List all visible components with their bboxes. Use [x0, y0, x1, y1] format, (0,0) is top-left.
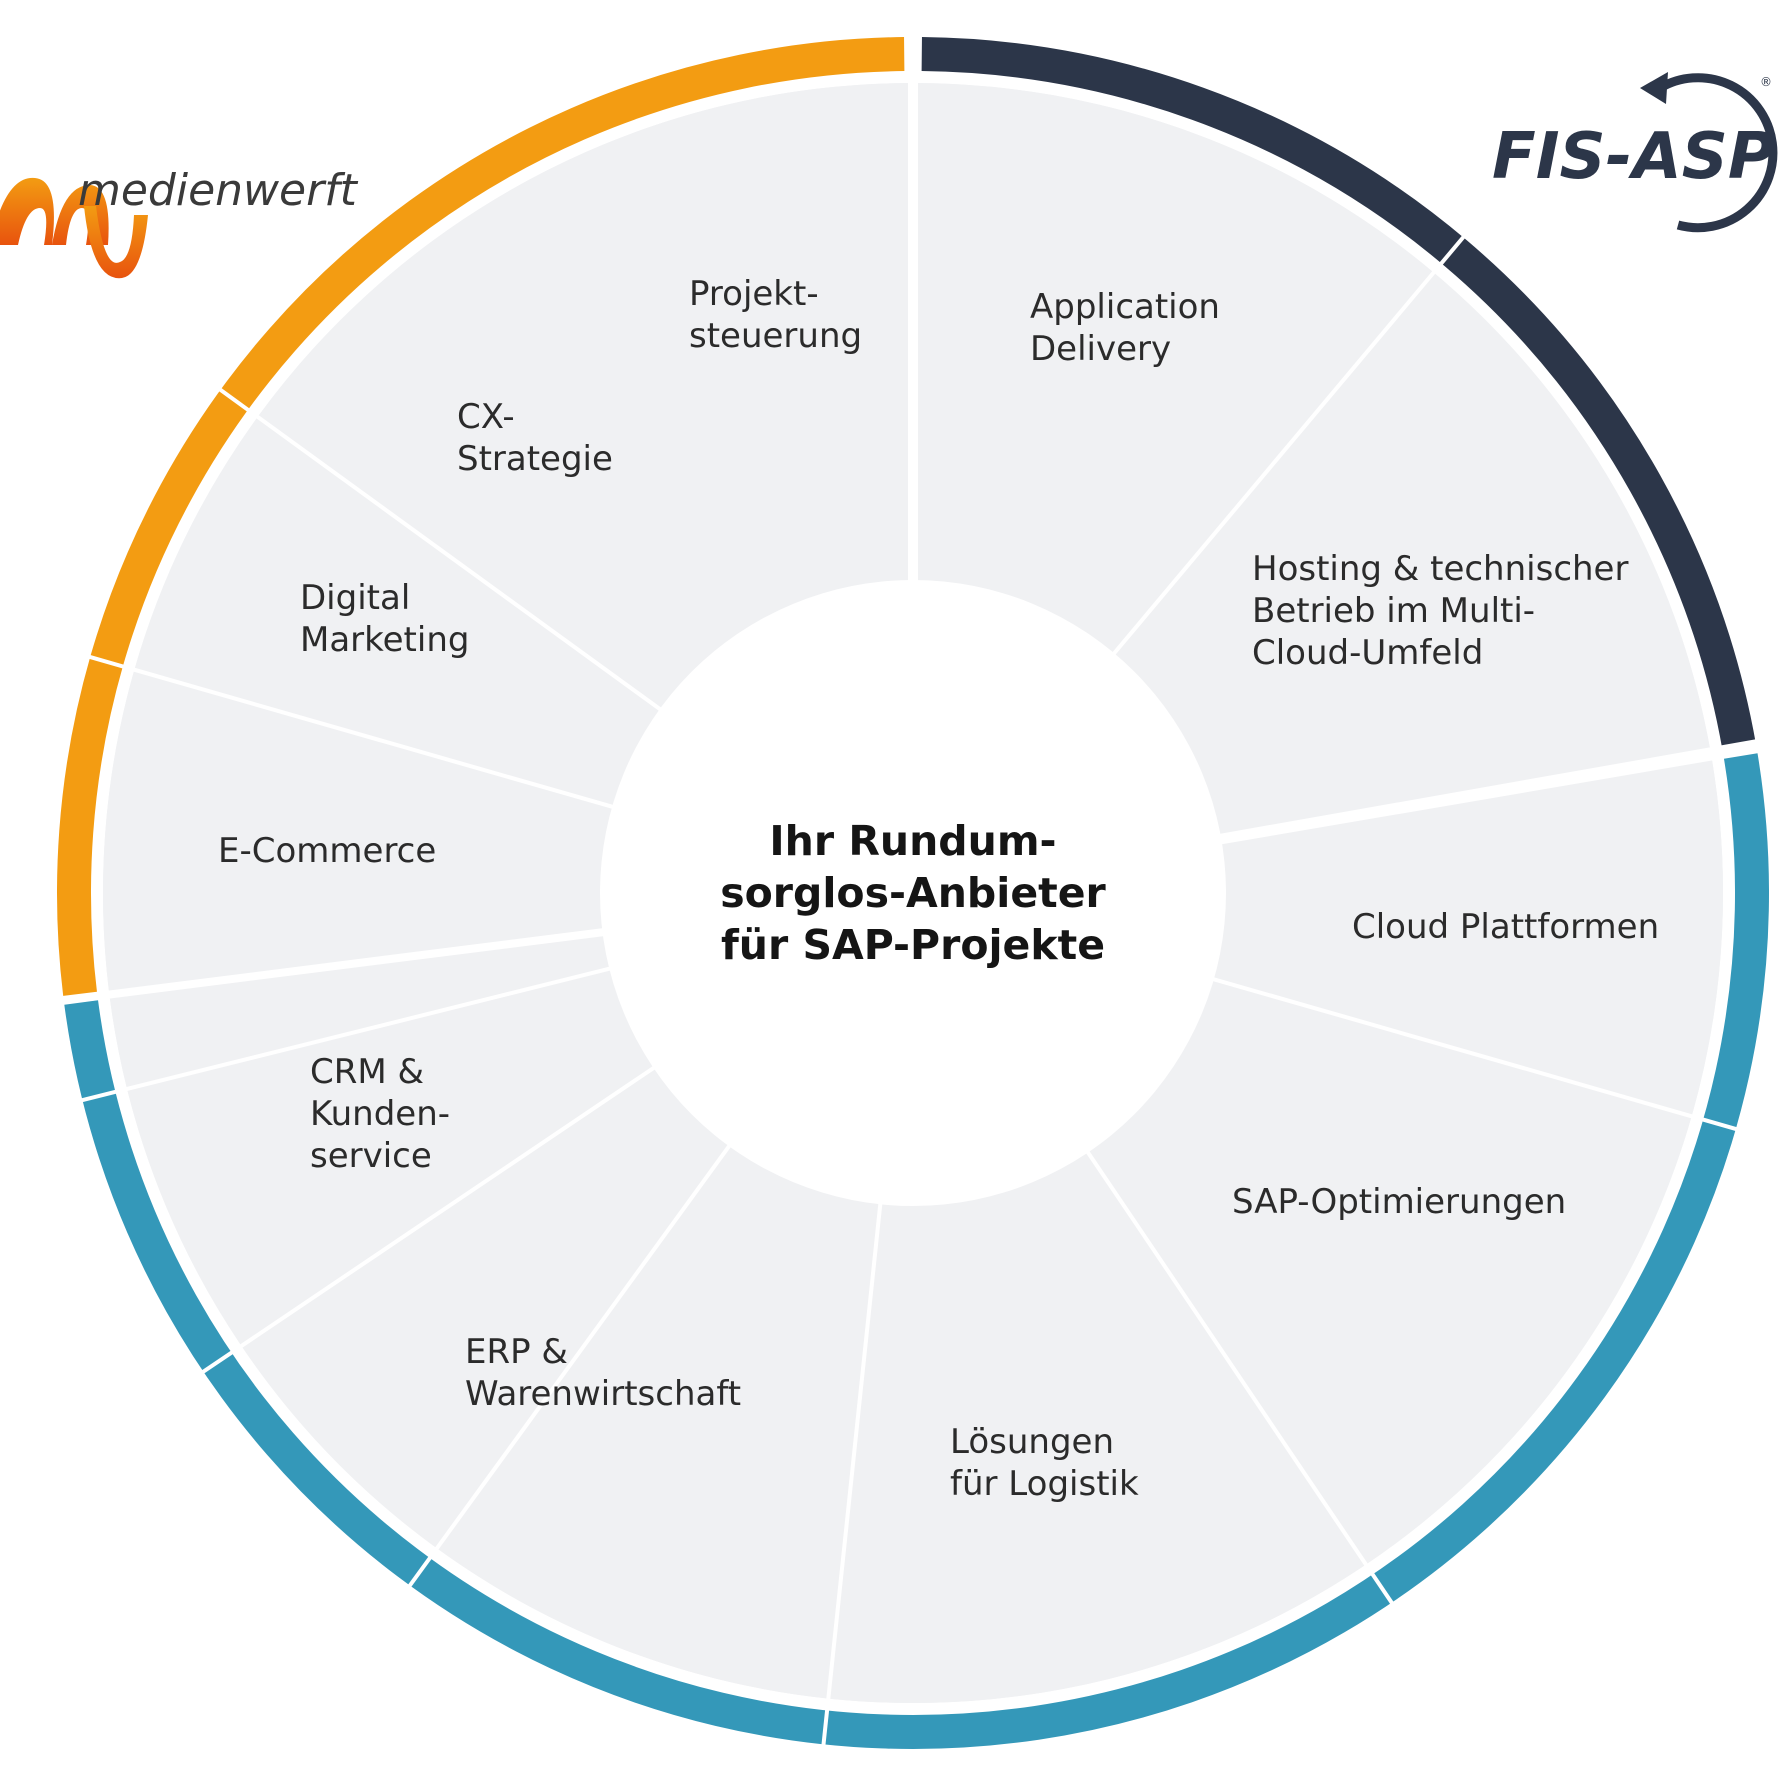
segment-cloud-plattformen: [913, 752, 1724, 1117]
group-divider: [1210, 743, 1768, 846]
medienwerft-logo: medienwerft: [0, 165, 359, 279]
segment-label-loesungen-logistik: Lösungen: [950, 1422, 1114, 1462]
center-hub: [600, 580, 1226, 1206]
segment-label-hosting: Betrieb im Multi-: [1252, 591, 1535, 631]
segment-divider: [212, 383, 670, 717]
segment-label-cx-strategie: CX-: [457, 397, 515, 437]
registered-mark: ®: [1760, 75, 1772, 89]
segment-label-cx-strategie: Strategie: [457, 439, 613, 479]
segment-label-projektsteuerung: steuerung: [689, 316, 862, 356]
ring-blue: [64, 753, 1769, 1750]
segment-label-crm: Kunden-: [310, 1094, 450, 1134]
segment-divider: [1203, 974, 1745, 1134]
segment-divider: [403, 1136, 737, 1594]
segment-label-hosting: Hosting & technischer: [1252, 549, 1628, 589]
segment-label-digital-marketing: Marketing: [300, 620, 469, 660]
segment-divider: [74, 964, 620, 1104]
center-title-line: Ihr Rundum-: [769, 817, 1056, 865]
divider-group: [53, 27, 1768, 1753]
group-divider: [53, 927, 613, 1006]
segment-divider: [1080, 1143, 1398, 1611]
ring-orange: [57, 37, 905, 996]
segment-label-crm: CRM &: [310, 1052, 424, 1092]
center-title-line: sorglos-Anbieter: [720, 869, 1106, 917]
segment-label-erp: ERP &: [465, 1332, 568, 1372]
segment-label-application-delivery: Delivery: [1030, 329, 1171, 369]
outer-ring-group: [57, 37, 1769, 1750]
fis-asp-circular-arrow-icon: [1640, 72, 1778, 233]
ring-navy: [921, 37, 1756, 751]
medienwerft-wordmark: medienwerft: [78, 165, 359, 216]
segment-divider: [81, 652, 623, 812]
fis-asp-logo: FIS-ASP ®: [1492, 72, 1778, 233]
segment-label-sap-optimierungen: SAP-Optimierungen: [1232, 1182, 1566, 1222]
segment-label-hosting: Cloud-Umfeld: [1252, 633, 1483, 673]
segment-label-application-delivery: Application: [1030, 287, 1220, 327]
center-title-line: für SAP-Projekte: [721, 921, 1105, 969]
fis-asp-wordmark: FIS-ASP: [1492, 120, 1775, 194]
segment-divider: [195, 1060, 663, 1378]
segment-label-digital-marketing: Digital: [300, 578, 410, 618]
segment-label-erp: Warenwirtschaft: [465, 1374, 741, 1414]
segment-divider: [820, 1194, 884, 1753]
segment-label-cloud-plattformen: Cloud Plattformen: [1352, 907, 1659, 947]
segment-digital-marketing: [103, 669, 914, 1089]
mw-logo-icon: [0, 177, 148, 279]
segment-label-e-commerce: E-Commerce: [218, 831, 436, 871]
segment-label-projektsteuerung: Projekt-: [689, 274, 819, 314]
segment-label-loesungen-logistik: für Logistik: [950, 1464, 1139, 1504]
segment-divider: [1106, 229, 1470, 663]
segment-label-crm: service: [310, 1136, 432, 1176]
